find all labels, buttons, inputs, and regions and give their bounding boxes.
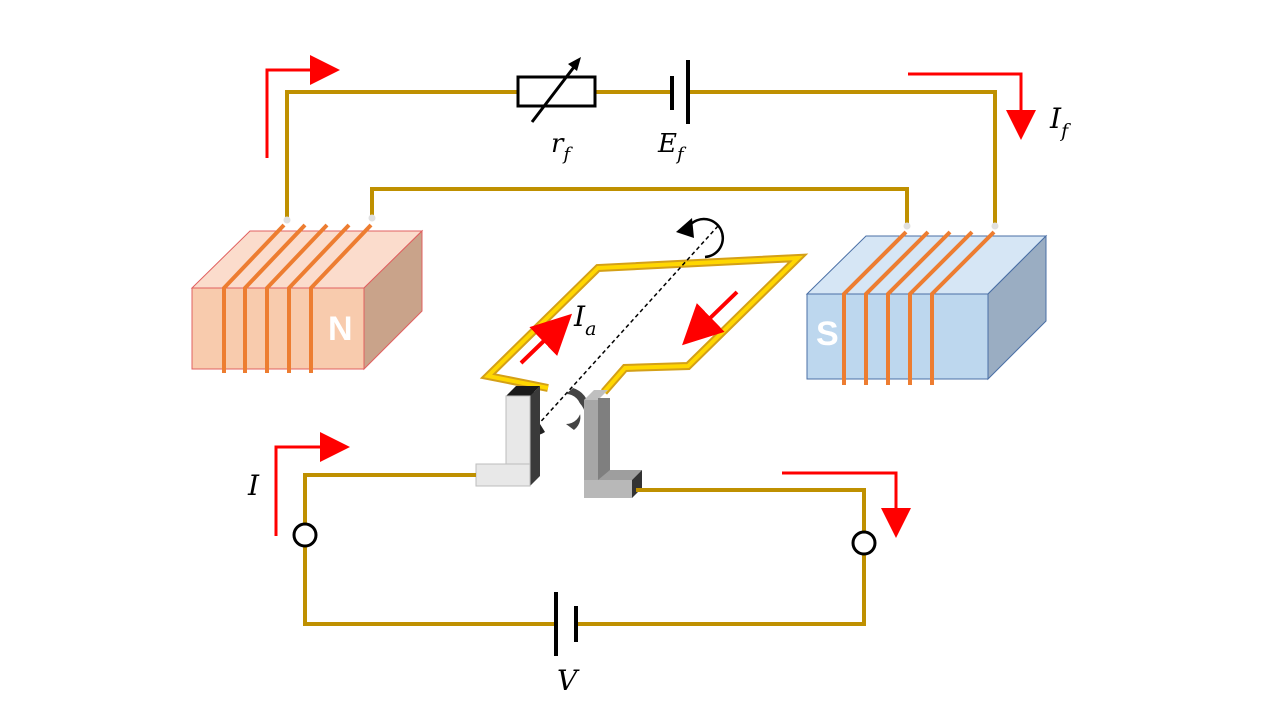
brush-left [475, 386, 540, 487]
field-resistor [516, 57, 597, 123]
north-terminal-1 [283, 216, 291, 224]
field-current-arrow-left [265, 55, 340, 158]
armature-wire-right-top [636, 488, 866, 532]
armature-wire-left-top [303, 473, 476, 524]
rotation-axis [505, 225, 719, 461]
field-current-arrow-right [908, 72, 1036, 140]
field-wire-left [285, 90, 518, 220]
field-resistor-label: rf [551, 129, 573, 165]
field-current-label: If [1049, 102, 1071, 142]
field-circuit-wires [285, 90, 997, 226]
field-wire-link [370, 187, 909, 226]
south-winding [842, 230, 996, 385]
line-current-arrow-right [782, 471, 911, 538]
south-pole: S [805, 222, 1048, 385]
terminal-right [851, 530, 877, 556]
armature-wire-left-bottom [303, 546, 556, 626]
line-current-label: I [247, 469, 260, 502]
armature-current-arrow-left [519, 313, 573, 365]
brush-right [584, 390, 642, 498]
field-battery [670, 60, 690, 124]
field-battery-label: Ef [657, 129, 687, 165]
field-wire-right [688, 90, 997, 226]
armature-current-arrow-right [682, 290, 739, 346]
supply-battery [554, 592, 578, 656]
south-pole-label: S [816, 315, 839, 353]
armature-current-label: Ia [573, 300, 596, 340]
north-pole-label: N [328, 310, 353, 348]
supply-voltage-label: V [557, 664, 580, 697]
north-winding [222, 223, 373, 373]
rotation-arrow-icon [676, 217, 725, 259]
armature-coil [479, 253, 809, 395]
south-terminal-2 [991, 222, 999, 230]
south-terminal-1 [903, 222, 911, 230]
north-terminal-2 [368, 214, 376, 222]
terminal-left [292, 522, 318, 548]
armature-wire-right-bottom [576, 555, 866, 626]
north-pole: N [190, 214, 424, 373]
armature-circuit-wires [303, 473, 866, 626]
line-current-arrow-left [274, 432, 350, 536]
